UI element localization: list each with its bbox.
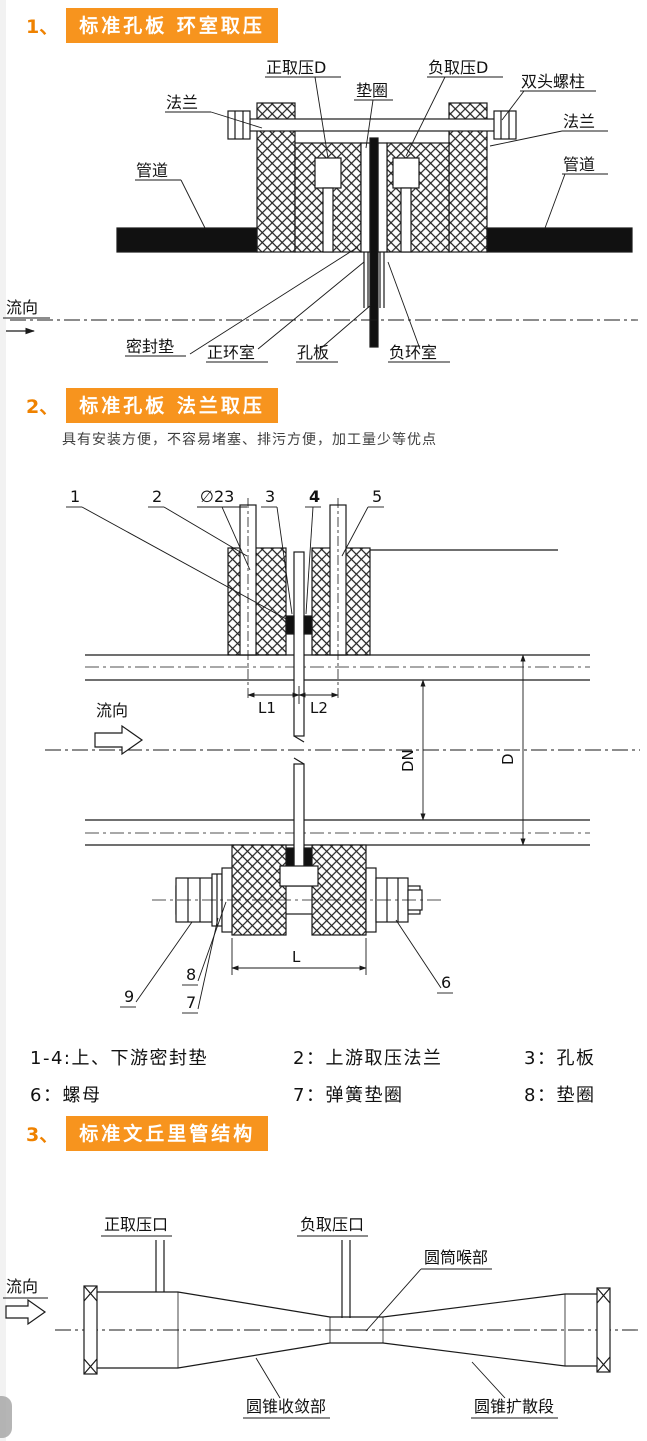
section-2-subtitle: 具有安装方便，不容易堵塞、排污方便，加工量少等优点 bbox=[62, 432, 437, 448]
callout-2: 2 bbox=[152, 487, 162, 506]
label-gasket-ring: 垫圈 bbox=[356, 81, 388, 100]
dimension-dn-d bbox=[420, 654, 526, 846]
diagram1-annular-chamber: 法兰 管道 正取压D 垫圈 负取压D 双头螺柱 法兰 管道 流向 密封垫 正环室… bbox=[3, 58, 638, 363]
dim-dn: DN bbox=[399, 749, 417, 772]
section-3-number: 3、 bbox=[26, 1124, 59, 1146]
stud-assembly bbox=[227, 110, 517, 140]
section-3-header: 3、 标准文丘里管结构 bbox=[26, 1116, 269, 1151]
label-seal: 密封垫 bbox=[126, 337, 174, 356]
dim-d: D bbox=[499, 753, 517, 765]
legend-orifice-plate: 3：孔板 bbox=[524, 1048, 596, 1069]
legend-upstream-flange: 2：上游取压法兰 bbox=[293, 1048, 443, 1069]
labels-1: 法兰 管道 正取压D 垫圈 负取压D 双头螺柱 法兰 管道 流向 密封垫 正环室… bbox=[6, 58, 595, 362]
label-flange-left: 法兰 bbox=[166, 93, 198, 112]
dimension-l1-l2 bbox=[247, 686, 339, 704]
top-flange-blocks bbox=[227, 498, 558, 700]
labels-3: 正取压口 负取压口 圆筒喉部 流向 圆锥收敛部 圆锥扩散段 bbox=[6, 1215, 554, 1416]
dim-l1: L1 bbox=[258, 699, 276, 717]
main-pipe bbox=[45, 654, 640, 846]
callout-9: 9 bbox=[124, 987, 134, 1006]
label-stud: 双头螺柱 bbox=[521, 72, 585, 91]
label-flow-2: 流向 bbox=[96, 701, 128, 720]
venturi-flange-left bbox=[83, 1285, 98, 1375]
section-2-title: 标准孔板 法兰取压 bbox=[66, 388, 278, 423]
flow-arrow-2 bbox=[94, 724, 144, 756]
dim-l: L bbox=[292, 948, 301, 966]
label-pos-chamber: 正环室 bbox=[207, 343, 255, 362]
callout-5: 5 bbox=[372, 487, 382, 506]
orifice-plate-section bbox=[363, 137, 385, 348]
callout-1: 1 bbox=[70, 487, 80, 506]
flow-arrow-3 bbox=[5, 1298, 47, 1326]
label-neg-chamber: 负环室 bbox=[389, 343, 437, 362]
label-pipe-left: 管道 bbox=[136, 161, 168, 180]
label-neg-tap: 负取压D bbox=[428, 58, 488, 77]
leader-lines-1 bbox=[3, 76, 608, 363]
callout-4: 4 bbox=[309, 487, 320, 506]
diagram3-venturi-tube: 正取压口 负取压口 圆筒喉部 流向 圆锥收敛部 圆锥扩散段 bbox=[3, 1215, 640, 1419]
label-pos-tap: 正取压D bbox=[266, 58, 326, 77]
section-1-header: 1、 标准孔板 环室取压 bbox=[26, 8, 278, 43]
labels-2: 1 2 ∅23 3 4 5 流向 L1 L2 DN D L 9 8 7 6 bbox=[70, 487, 517, 1012]
label-pipe-right: 管道 bbox=[563, 155, 595, 174]
scrollbar-thumb[interactable] bbox=[0, 1396, 12, 1438]
callout-6: 6 bbox=[441, 973, 451, 992]
venturi-flange-right bbox=[596, 1287, 611, 1373]
callout-dia23: ∅23 bbox=[200, 487, 234, 506]
label-converge: 圆锥收敛部 bbox=[246, 1397, 326, 1416]
legend-nut: 6：螺母 bbox=[30, 1085, 102, 1106]
label-flow-3: 流向 bbox=[6, 1277, 38, 1296]
dimension-l bbox=[231, 938, 367, 975]
bottom-clamp-assembly bbox=[152, 844, 442, 936]
label-orifice: 孔板 bbox=[297, 343, 329, 362]
section-2-number: 2、 bbox=[26, 396, 59, 418]
label-flange-right: 法兰 bbox=[563, 112, 595, 131]
leader-lines-2 bbox=[66, 506, 453, 1014]
left-edge-strip bbox=[0, 0, 6, 1441]
label-flow-1: 流向 bbox=[6, 298, 38, 317]
section-1-title: 标准孔板 环室取压 bbox=[66, 8, 278, 43]
diagram2-flange-tapping: 1 2 ∅23 3 4 5 流向 L1 L2 DN D L 9 8 7 6 bbox=[45, 487, 640, 1014]
legend-seals: 1-4:上、下游密封垫 bbox=[30, 1048, 208, 1069]
legend-spring-washer: 7：弹簧垫圈 bbox=[293, 1085, 404, 1106]
dim-l2: L2 bbox=[310, 699, 328, 717]
label-diverge: 圆锥扩散段 bbox=[474, 1397, 554, 1416]
callout-8: 8 bbox=[186, 965, 196, 984]
label-throat: 圆筒喉部 bbox=[424, 1248, 488, 1267]
callout-7: 7 bbox=[186, 993, 196, 1012]
callout-3: 3 bbox=[265, 487, 275, 506]
label-neg-port: 负取压口 bbox=[300, 1215, 364, 1234]
section-2-header: 2、 标准孔板 法兰取压 bbox=[26, 388, 278, 423]
label-pos-port: 正取压口 bbox=[104, 1215, 168, 1234]
pipe-walls bbox=[116, 227, 633, 253]
section-3-title: 标准文丘里管结构 bbox=[66, 1116, 269, 1151]
tap-cavities bbox=[314, 157, 420, 253]
leader-lines-3 bbox=[3, 1235, 558, 1419]
pressure-taps bbox=[155, 1240, 351, 1318]
legend-washer: 8：垫圈 bbox=[524, 1085, 596, 1106]
section-1-number: 1、 bbox=[26, 16, 59, 38]
